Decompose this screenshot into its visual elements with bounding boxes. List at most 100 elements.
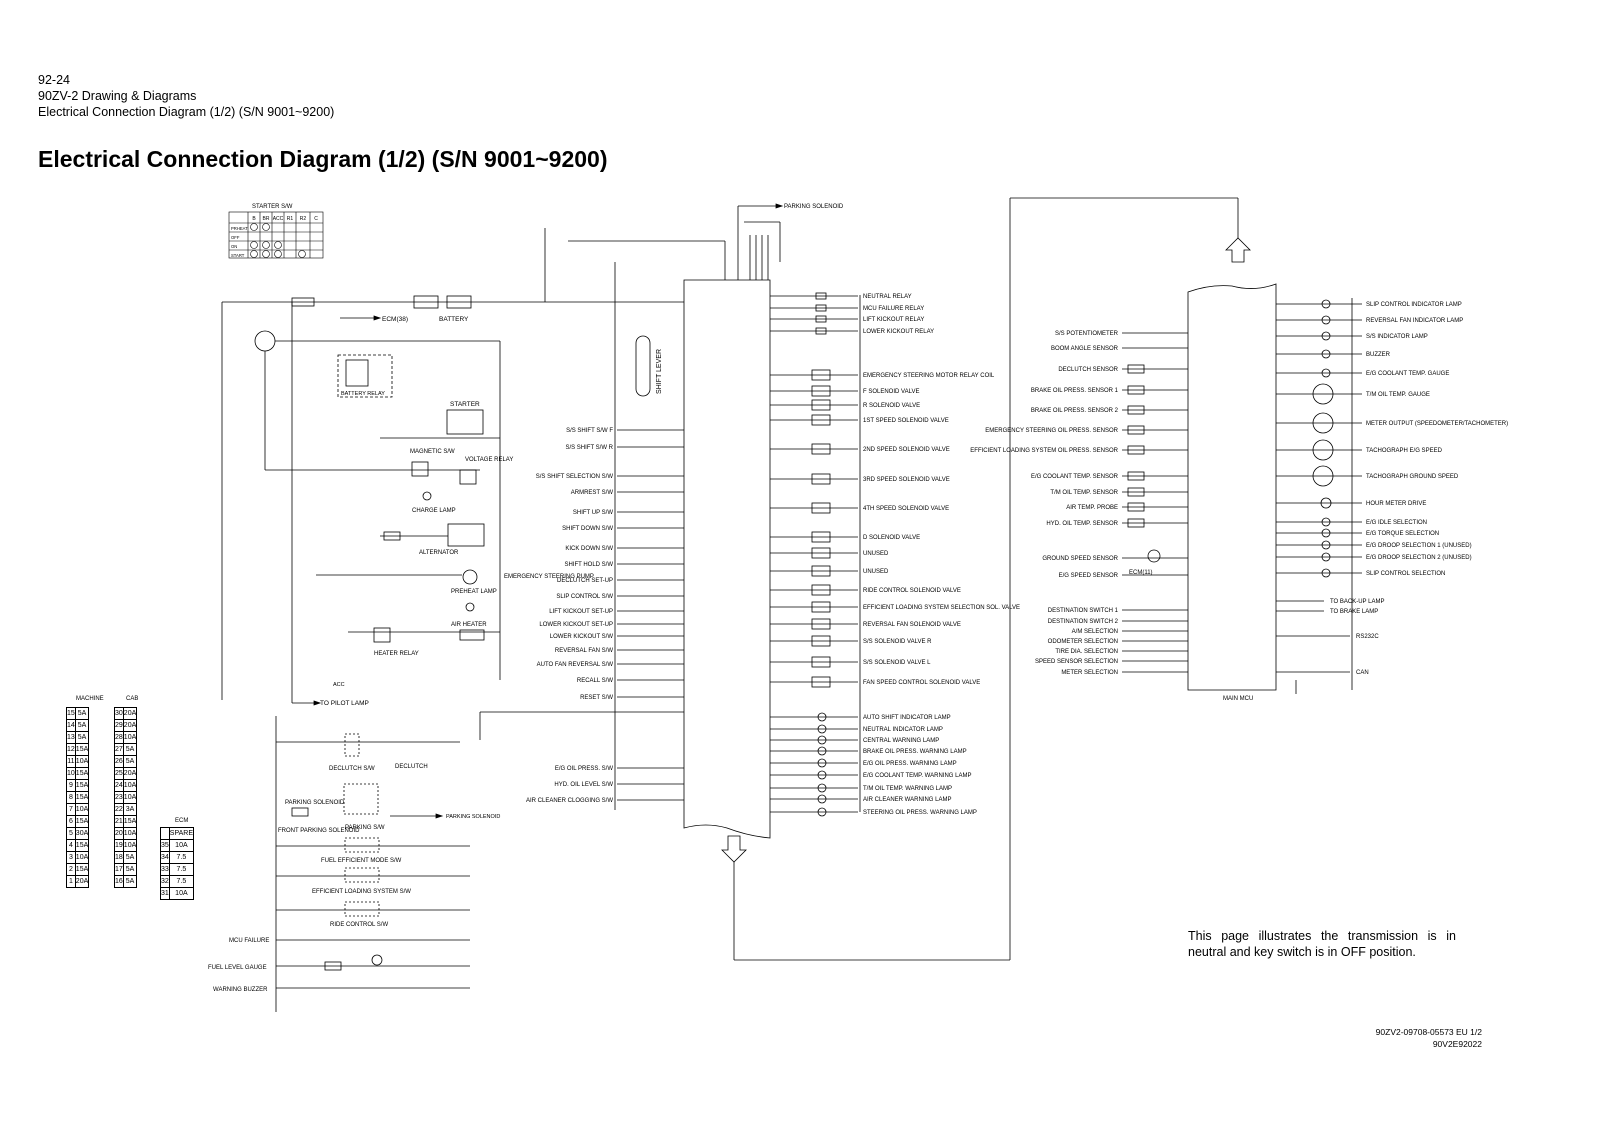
main-mcu-input-label: BRAKE OIL PRESS. SENSOR 1: [1031, 388, 1119, 394]
mcu-output-label: E/G OIL PRESS. WARNING LAMP: [863, 761, 957, 767]
main-mcu-output-label: E/G DROOP SELECTION 1 (UNUSED): [1366, 543, 1472, 549]
mcu-input-label: AIR CLEANER CLOGGING S/W: [526, 798, 613, 804]
mcu-input-label: ARMREST S/W: [571, 490, 614, 496]
fuse-number: 34: [160, 851, 170, 864]
doc-code-2: 90V2E92022: [1432, 1039, 1482, 1049]
main-mcu-output-label: BUZZER: [1366, 352, 1391, 358]
mcu-output-label: E/G COOLANT TEMP. WARNING LAMP: [863, 773, 971, 779]
solenoid-icon: [811, 547, 831, 559]
battery-relay-label: BATTERY RELAY: [341, 391, 385, 397]
sensor-icon: [1127, 364, 1145, 374]
main-mcu-label: MAIN MCU: [1223, 696, 1253, 702]
starter-switch-col: B: [252, 216, 256, 222]
fuse-rating: 5A: [74, 731, 90, 744]
fuel-level-gauge-label: FUEL LEVEL GAUGE: [208, 965, 267, 971]
starter-switch-title: STARTER S/W: [252, 204, 293, 210]
warning-buzzer-label: WARNING BUZZER: [213, 987, 268, 993]
mcu-output-label: S/S SOLENOID VALVE R: [863, 639, 932, 645]
fuse-rating: 5A: [122, 755, 138, 768]
gauge-icon: [1312, 465, 1334, 487]
solenoid-icon: [811, 676, 831, 688]
mcu-output-label: 2ND SPEED SOLENOID VALVE: [863, 447, 950, 453]
starter-switch-row: ON: [231, 244, 237, 249]
relay-icon: [815, 315, 827, 323]
declutch-label: DECLUTCH: [395, 764, 428, 770]
mcu-input-label: SHIFT DOWN S/W: [562, 526, 613, 532]
starter-switch-row: PRHEAT: [231, 226, 248, 231]
fuse-ecm-title: ECM: [175, 818, 189, 824]
main-mcu-output-label: METER OUTPUT (SPEEDOMETER/TACHOMETER): [1366, 421, 1508, 427]
mcu-output-label: FAN SPEED CONTROL SOLENOID VALVE: [863, 680, 980, 686]
indicator-icon: [1321, 540, 1331, 550]
solenoid-icon: [811, 473, 831, 485]
starter-label: STARTER: [450, 401, 480, 408]
mcu-output-label: BRAKE OIL PRESS. WARNING LAMP: [863, 749, 967, 755]
fuse-number: 18: [114, 851, 124, 864]
solenoid-icon: [811, 601, 831, 613]
lamp-icon: [817, 770, 827, 780]
main-mcu-input-label: ODOMETER SELECTION: [1048, 639, 1118, 645]
fuse-rating: 20A: [74, 875, 90, 888]
main-mcu-output-label: TACHOGRAPH E/G SPEED: [1366, 448, 1443, 454]
fuse-number: 14: [66, 719, 76, 732]
fuse-number: 3: [66, 851, 76, 864]
gauge-icon: [1312, 383, 1334, 405]
mcu-output-label: UNUSED: [863, 551, 889, 557]
fuse-rating: 20A: [122, 719, 138, 732]
mcu-input-label: LIFT KICKOUT SET-UP: [549, 609, 613, 615]
main-mcu-input-label: E/G SPEED SENSOR: [1059, 573, 1119, 579]
starter-switch-col: ACC: [273, 216, 284, 222]
solenoid-icon: [811, 618, 831, 630]
relay-icon: [815, 327, 827, 335]
front-parking-solenoid-label: FRONT PARKING SOLENOID: [278, 828, 360, 834]
mcu-input-label: RECALL S/W: [577, 678, 613, 684]
mcu-input-label: E/G OIL PRESS. S/W: [555, 766, 613, 772]
parking-solenoid-top: PARKING SOLENOID: [784, 204, 844, 210]
mcu-input-label: S/S SHIFT SELECTION S/W: [536, 474, 614, 480]
solenoid-icon: [811, 565, 831, 577]
fuse-rating: 5A: [74, 707, 90, 720]
air-heater-label: AIR HEATER: [451, 622, 487, 628]
fuse-rating: 20A: [122, 707, 138, 720]
fuse-number: 11: [66, 755, 76, 768]
main-mcu-output-label: TO BACK-UP LAMP: [1330, 599, 1384, 605]
indicator-icon: [1321, 299, 1331, 309]
mcu-output-label: T/M OIL TEMP. WARNING LAMP: [863, 786, 952, 792]
fuse-rating: 5A: [122, 875, 138, 888]
fuse-number: 12: [66, 743, 76, 756]
sensor-icon: [1127, 445, 1145, 455]
mcu-output-label: S/S SOLENOID VALVE L: [863, 660, 931, 666]
fuse-number: 22: [114, 803, 124, 816]
indicator-icon: [1321, 331, 1331, 341]
main-mcu-output-label: S/S INDICATOR LAMP: [1366, 334, 1428, 340]
fuse-rating: 15A: [74, 815, 90, 828]
fuse-rating: 5A: [122, 863, 138, 876]
main-mcu-output-label: TO BRAKE LAMP: [1330, 609, 1378, 615]
fuse-number: 20: [114, 827, 124, 840]
fuse-rating: SPARE: [168, 827, 195, 840]
fuse-rating: 15A: [74, 743, 90, 756]
solenoid-icon: [811, 414, 831, 426]
indicator-icon: [1321, 528, 1331, 538]
fuse-rating: 10A: [122, 827, 138, 840]
fuse-rating: 10A: [168, 887, 195, 900]
fuse-number: 28: [114, 731, 124, 744]
fuse-rating: 10A: [122, 731, 138, 744]
